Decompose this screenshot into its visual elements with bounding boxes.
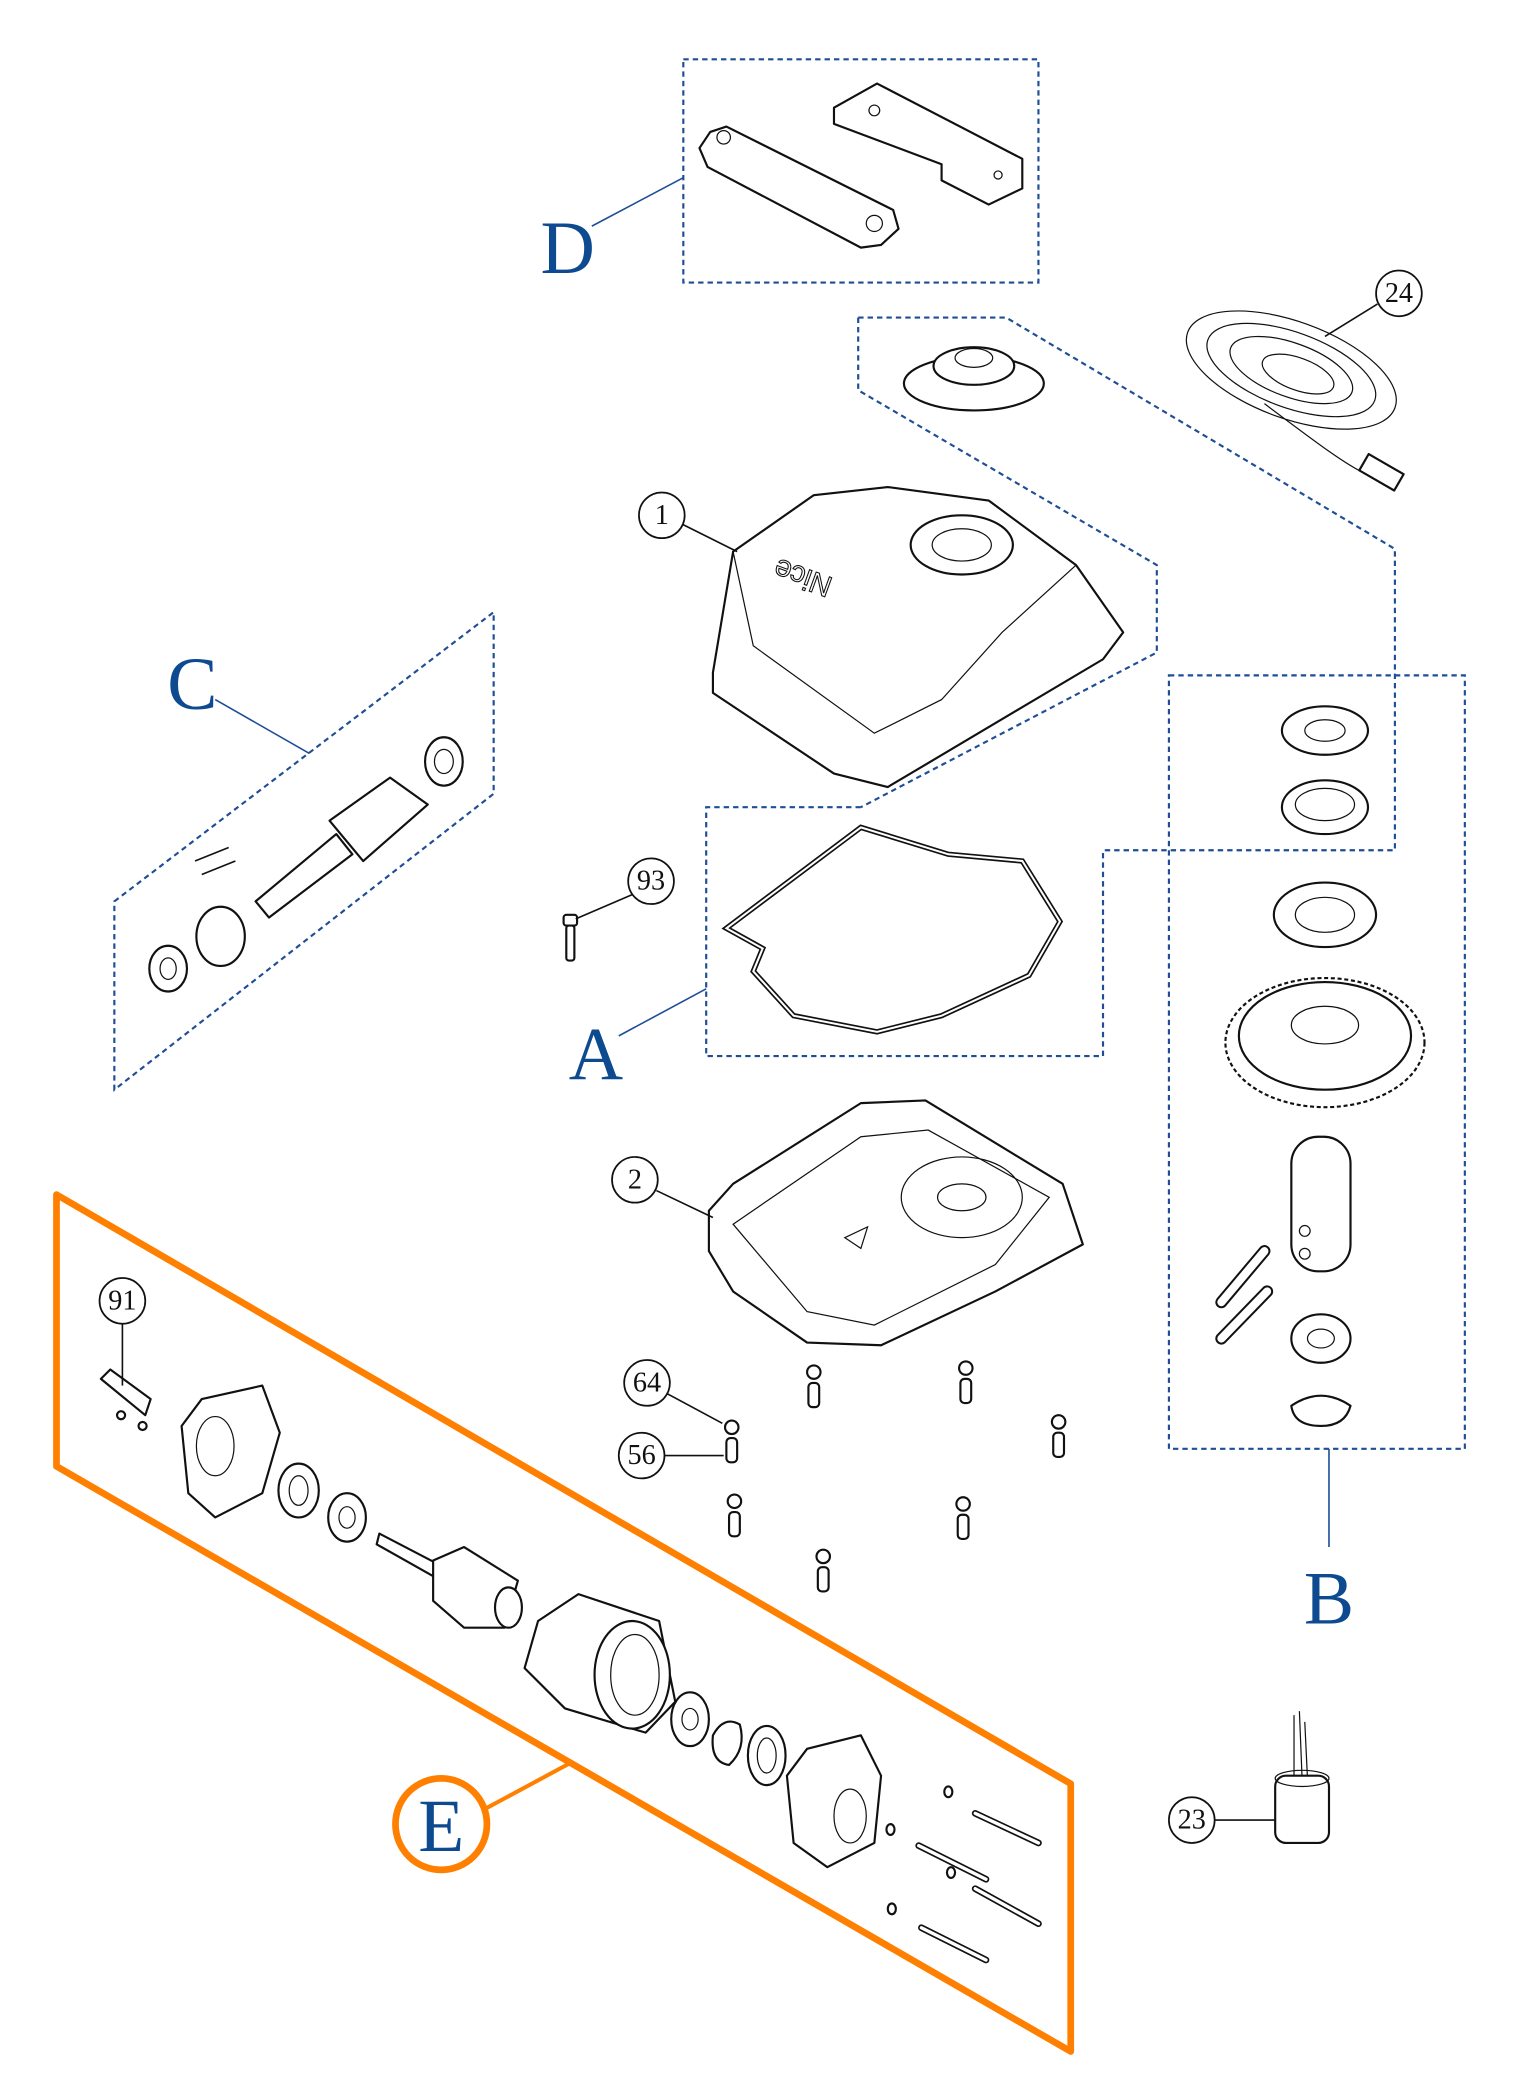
motor-bearing-part[interactable] <box>327 1492 367 1543</box>
svg-text:64: 64 <box>633 1367 661 1398</box>
group-e-label: E <box>418 1785 464 1868</box>
group-a-label: A <box>569 1013 623 1096</box>
screw-part <box>955 1496 971 1541</box>
base-housing-part[interactable] <box>707 1099 1084 1347</box>
motor-rotor-part[interactable] <box>375 1532 523 1629</box>
pins-part[interactable] <box>1215 1245 1274 1345</box>
svg-text:56: 56 <box>628 1440 656 1471</box>
main-gear-part[interactable] <box>1224 976 1426 1109</box>
group-a-outline <box>705 806 1105 1058</box>
group-e-badge <box>392 1775 491 1874</box>
callout-56: 56 <box>617 1431 724 1480</box>
callout-23: 23 <box>1168 1796 1276 1844</box>
motor-seal-2-part[interactable] <box>746 1724 787 1787</box>
svg-text:2: 2 <box>628 1164 642 1195</box>
spring-clip-part[interactable] <box>1290 1394 1352 1428</box>
group-b-outline <box>1167 674 1466 1450</box>
motor-spring-washer-part[interactable] <box>711 1720 743 1767</box>
motor-end-flange-part[interactable] <box>180 1384 281 1519</box>
callout-1: 1 <box>638 491 738 553</box>
group-a-leader <box>618 988 707 1037</box>
motor-worm-part[interactable] <box>99 1368 152 1432</box>
group-d-outline <box>682 58 1040 284</box>
group-b[interactable]: B <box>1167 674 1466 1641</box>
group-e-outline <box>53 1191 1075 2055</box>
output-seal-part[interactable] <box>902 346 1045 412</box>
group-d-label: D <box>540 207 594 290</box>
callout-24: 24 <box>1324 269 1423 338</box>
svg-text:24: 24 <box>1385 278 1413 309</box>
bearing-part[interactable] <box>1272 881 1378 949</box>
callout-91: 91 <box>98 1277 147 1386</box>
output-shaft-part[interactable] <box>1290 1135 1352 1273</box>
group-e-motor[interactable]: E <box>53 1191 1075 2055</box>
washer-part[interactable] <box>1280 705 1370 756</box>
small-bearing-part[interactable] <box>1290 1313 1352 1364</box>
release-lever-part[interactable] <box>698 125 900 249</box>
screw-part <box>1050 1414 1067 1458</box>
svg-text:93: 93 <box>637 866 665 897</box>
worm-shaft-part[interactable] <box>254 736 464 919</box>
group-c[interactable]: C <box>113 609 495 1092</box>
group-e-leader <box>483 1760 573 1812</box>
group-c-leader <box>214 698 310 755</box>
callout-93: 93 <box>575 857 675 920</box>
motor-bolts-part[interactable] <box>885 1785 1042 1964</box>
group-d-leader <box>591 176 684 227</box>
callout-64: 64 <box>623 1359 723 1424</box>
screw-part <box>726 1493 743 1538</box>
screw-part <box>815 1548 832 1593</box>
svg-text:1: 1 <box>655 500 669 531</box>
gasket-part[interactable] <box>721 824 1064 1035</box>
screws-set[interactable] <box>723 1360 1067 1593</box>
cover-seal-group <box>857 316 1396 852</box>
motor-bearing-2-part[interactable] <box>670 1691 710 1748</box>
power-cable-part[interactable] <box>1171 287 1411 492</box>
screw-part <box>723 1419 740 1464</box>
group-a[interactable]: A <box>569 806 1105 1096</box>
release-bracket-part[interactable] <box>832 82 1024 206</box>
svg-text:91: 91 <box>108 1285 136 1316</box>
group-c-label: C <box>167 643 217 726</box>
motor-stator-part[interactable] <box>523 1593 677 1734</box>
group-d[interactable]: D <box>540 58 1040 290</box>
motor-seal-part[interactable] <box>277 1462 320 1519</box>
callout-2: 2 <box>611 1156 714 1219</box>
capacitor-part[interactable] <box>1274 1711 1331 1845</box>
svg-text:23: 23 <box>1178 1805 1206 1836</box>
screw-93-part[interactable] <box>562 913 579 962</box>
pinion-gear-part[interactable] <box>148 846 246 993</box>
motor-front-flange-part[interactable] <box>785 1734 883 1869</box>
oil-seal-part[interactable] <box>1280 779 1370 836</box>
top-cover-part[interactable]: Nice <box>711 485 1125 789</box>
screw-part <box>958 1360 974 1405</box>
screw-part <box>806 1364 822 1409</box>
group-b-label: B <box>1304 1558 1354 1641</box>
